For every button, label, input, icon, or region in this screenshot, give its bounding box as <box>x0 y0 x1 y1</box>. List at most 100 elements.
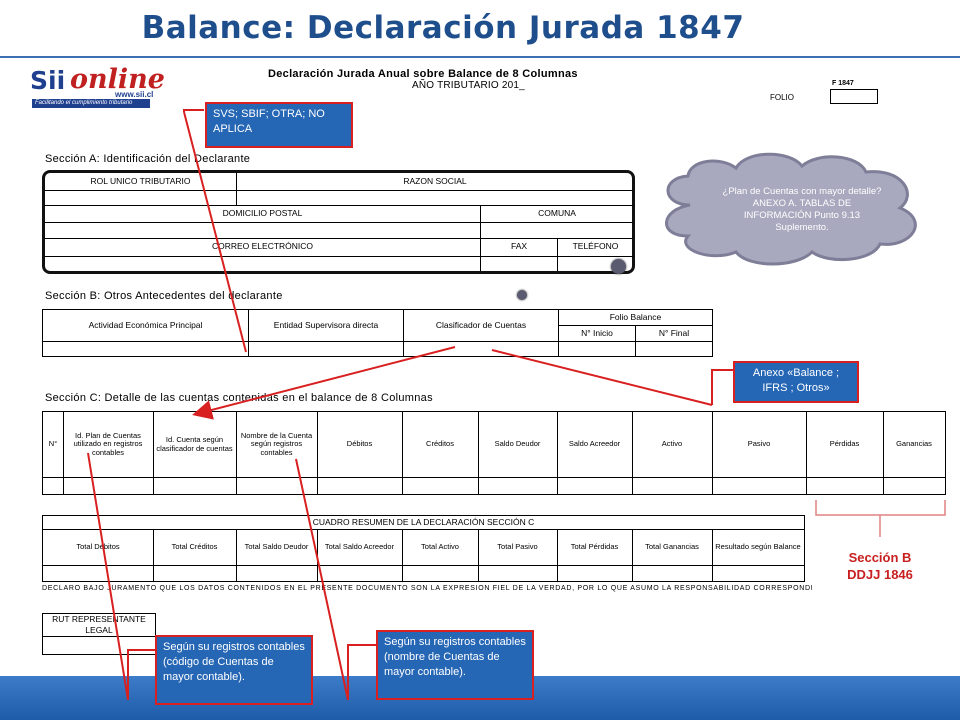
section-c-heading: Sección C: Detalle de las cuentas conten… <box>45 392 433 404</box>
folio-field[interactable] <box>830 89 878 104</box>
resumen-divider <box>402 530 403 581</box>
resumen-col-header: Total Activo <box>421 542 459 552</box>
comuna-label: COMUNA <box>538 207 576 218</box>
resumen-col-header: Total Pérdidas <box>570 542 619 552</box>
logo-tagline: Facilitando el cumplimiento tributario <box>32 99 150 108</box>
folio-balance-label: Folio Balance <box>609 311 662 322</box>
sec-c-col-header: Nombre de la Cuenta según registros cont… <box>240 430 313 457</box>
slide-title: Balance: Declaración Jurada 1847 <box>141 10 745 46</box>
resumen-col-header: Total Saldo Acreedor <box>324 542 395 552</box>
sec-c-divider <box>236 412 237 494</box>
correo-label: CORREO ELECTRÓNICO <box>211 241 314 252</box>
anexo-arrow-line <box>491 349 713 406</box>
rut-label: ROL UNICO TRIBUTARIO <box>90 175 191 186</box>
resumen-col-header: Total Débitos <box>76 542 120 552</box>
svs-callout: SVS; SBIF; OTRA; NO APLICA <box>205 102 353 148</box>
n-final-label: N° Final <box>658 327 690 338</box>
folio-label: FOLIO <box>770 93 795 102</box>
resumen-col-header: Total Créditos <box>171 542 218 552</box>
resumen-col-header: Total Saldo Deudor <box>244 542 309 552</box>
slide-header: Balance: Declaración Jurada 1847 <box>0 0 960 56</box>
resumen-divider <box>236 530 237 581</box>
section-b-heading: Sección B: Otros Antecedentes del declar… <box>45 290 283 302</box>
clasificador-arrow <box>192 346 456 420</box>
nombre-bracket <box>347 644 378 700</box>
resumen-divider <box>153 530 154 581</box>
sec-c-col-header: Saldo Deudor <box>494 439 541 449</box>
sec-c-divider <box>557 412 558 494</box>
nombre-arrow-line <box>295 458 349 701</box>
sec-c-divider <box>712 412 713 494</box>
codigo-bracket <box>127 649 155 700</box>
declaration-text: DECLARO BAJO JURAMENTO QUE LOS DATOS CON… <box>42 585 812 592</box>
resumen-divider <box>478 530 479 581</box>
sec-c-col-header: Débitos <box>346 439 373 449</box>
rep-legal-line2: LEGAL <box>85 624 113 635</box>
fax-label: FAX <box>510 241 528 252</box>
sec-c-col-header: Id. Plan de Cuentas utilizado en registr… <box>73 430 143 457</box>
form-subtitle: AÑO TRIBUTARIO 201_ <box>412 80 525 91</box>
cloud-shape <box>665 152 917 266</box>
seccion-b-label-line2: DDJJ 1846 <box>847 566 913 582</box>
domicilio-label: DOMICILIO POSTAL <box>222 207 303 218</box>
form-title: Declaración Jurada Anual sobre Balance d… <box>268 68 578 80</box>
svs-arrow-line <box>183 111 247 353</box>
section-a-heading: Sección A: Identificación del Declarante <box>45 153 251 165</box>
section-c-table <box>42 411 946 495</box>
sec-c-col-header: N° <box>48 439 58 449</box>
section-b-table <box>42 309 713 357</box>
sec-c-divider <box>317 412 318 494</box>
sec-c-divider <box>632 412 633 494</box>
sec-c-col-header: Saldo Acreedor <box>568 439 621 449</box>
n-inicio-label: N° Inicio <box>581 327 613 338</box>
sec-a-rule <box>45 222 633 223</box>
resumen-divider <box>712 530 713 581</box>
entidad-supervisora-label: Entidad Supervisora directa <box>273 319 379 330</box>
resumen-divider <box>632 530 633 581</box>
sec-c-divider <box>883 412 884 494</box>
nombre-callout: Según su registros contables (nombre de … <box>376 630 534 700</box>
razon-social-label: RAZON SOCIAL <box>403 175 467 186</box>
header-rule <box>0 56 960 58</box>
sec-c-col-header: Pasivo <box>747 439 771 449</box>
sec-c-divider <box>63 412 64 494</box>
rep-legal-line1: RUT REPRESENTANTE <box>52 613 146 624</box>
sec-a-rule <box>45 238 633 239</box>
sec-c-divider <box>153 412 154 494</box>
sec-c-col-header: Activo <box>661 439 683 449</box>
svs-bracket <box>183 109 204 112</box>
rep-legal-box <box>42 613 156 655</box>
resumen-col-header: Total Pasivo <box>497 542 538 552</box>
section-a-table <box>42 170 635 274</box>
logo-url: www.sii.cl <box>115 90 154 99</box>
form-code: F 1847 <box>832 80 854 87</box>
bullet-dot <box>517 290 527 300</box>
sec-a-rule <box>45 205 633 206</box>
resumen-divider <box>557 530 558 581</box>
sec-a-divider <box>236 173 237 190</box>
sec-a-divider <box>236 190 237 205</box>
resumen-title: CUADRO RESUMEN DE LA DECLARACIÓN SECCIÓN… <box>312 516 535 527</box>
anexo-bracket <box>711 369 736 405</box>
seccion-b-ddjj-label: Sección B DDJJ 1846 <box>830 550 930 584</box>
sec-c-divider <box>806 412 807 494</box>
resumen-col-header: Resultado según Balance <box>715 542 801 552</box>
logo-online-text: online <box>70 64 165 95</box>
codigo-callout: Según su registros contables (código de … <box>155 635 313 705</box>
sec-b-rule <box>43 341 712 342</box>
sii-online-logo: Sii online www.sii.cl Facilitando el cum… <box>30 64 165 108</box>
bullet-dot <box>611 259 626 274</box>
sec-c-col-header: Créditos <box>426 439 454 449</box>
sec-b-divider <box>635 325 636 356</box>
sec-b-divider <box>558 310 559 356</box>
telefono-label: TELÉFONO <box>572 241 619 252</box>
sec-b-divider <box>403 310 404 356</box>
actividad-label: Actividad Económica Principal <box>88 319 203 330</box>
sec-a-rule <box>45 190 633 191</box>
sec-a-rule <box>45 256 633 257</box>
codigo-arrow-line <box>87 452 129 701</box>
sec-c-col-header: Ganancias <box>896 439 932 449</box>
cloud-callout-text: ¿Plan de Cuentas con mayor detalle? ANEX… <box>722 186 882 233</box>
anexo-callout: Anexo «Balance ; IFRS ; Otros» <box>733 361 859 403</box>
